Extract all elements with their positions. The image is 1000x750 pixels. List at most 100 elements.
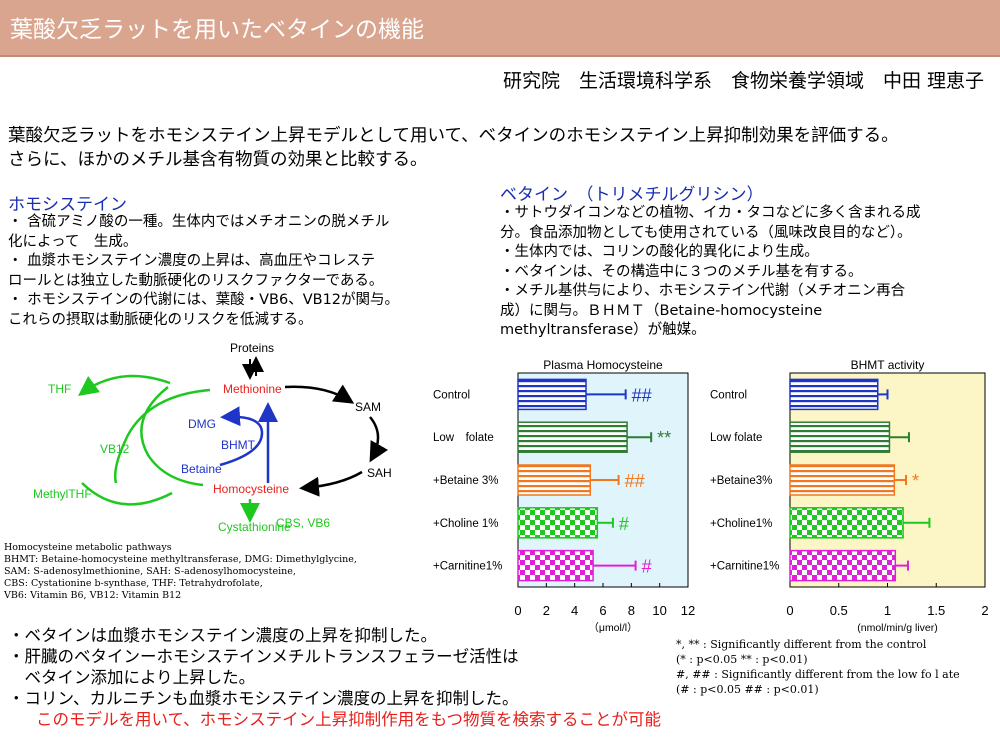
homocysteine-line: ・ 含硫アミノ酸の一種。生体内ではメチオニンの脱メチル <box>8 214 390 230</box>
pathway-legend: Homocysteine metabolic pathways BHMT: Be… <box>4 542 357 602</box>
category-label: +Choline 1% <box>433 518 499 530</box>
homocysteine-line: これらの摂取は動脈硬化のリスクを低減する。 <box>8 311 313 328</box>
category-label: Control <box>433 389 470 401</box>
folate-cycle-curve <box>140 386 204 487</box>
homocysteine-line: ロールとは独立した動脈硬化のリスクファクターである。 <box>8 272 384 289</box>
x-tick-label: 0 <box>786 603 793 618</box>
betaine-line: ・サトウダイコンなどの植物、イカ・タコなどに多く含まれる成 <box>500 205 921 221</box>
footnote-line: *, ** : Significantly different from the… <box>676 638 927 651</box>
conclusion-line: ・肝臓のベタインーホモシステインメチルトランスフェラーゼ活性は <box>8 647 519 666</box>
bar <box>517 421 628 453</box>
cystathionine-label: Cystathionine <box>218 520 291 534</box>
methylthf-label: MethylTHF <box>33 487 92 501</box>
bar <box>517 507 599 539</box>
x-tick-label: 1.5 <box>927 603 945 618</box>
betaine-heading: ベタイン （トリメチルグリシン） <box>500 185 764 205</box>
conclusions: ・ベタインは血漿ホモシステイン濃度の上昇を抑制した。 ・肝臓のベタインーホモシス… <box>8 625 661 730</box>
bhmt-label: BHMT <box>221 438 256 452</box>
intro-text: 葉酸欠乏ラットをホモシステイン上昇モデルとして用いて、ベタインのホモシステイン上… <box>8 124 998 172</box>
legend-line: CBS: Cystationine b-synthase, THF: Tetra… <box>4 578 263 589</box>
methionine-to-sam-arrow <box>284 384 355 404</box>
x-tick-label: 6 <box>599 603 606 618</box>
x-tick-label: 0 <box>514 603 521 618</box>
bar <box>789 549 897 582</box>
homocysteine-line: ・ ホモシステインの代謝には、葉酸・VB6、VB12が関与。 <box>8 292 400 308</box>
author-line: 研究院 生活環境科学系 食物栄養学領域 中田 理恵子 <box>502 70 984 92</box>
homocysteine-heading: ホモシステイン <box>8 195 127 215</box>
conclusion-line: ベタイン添加により上昇した。 <box>8 668 256 687</box>
x-tick-label: 0.5 <box>830 603 848 618</box>
x-tick-label: 12 <box>681 603 695 618</box>
x-tick-label: 2 <box>981 603 988 618</box>
significance-mark: ## <box>625 471 645 491</box>
homocysteine-label: Homocysteine <box>213 482 289 496</box>
homocysteine-line: ・ 血漿ホモシステイン濃度の上昇は、高血圧やコレステ <box>8 253 376 269</box>
betaine-label: Betaine <box>181 462 222 476</box>
bar <box>789 378 879 411</box>
bar <box>517 378 587 411</box>
homocysteine-line: 化によって 生成。 <box>8 233 138 250</box>
category-label: Control <box>710 389 747 401</box>
sam-to-sah-arrow <box>369 416 389 463</box>
to-thf-arrow <box>77 374 171 396</box>
page-title: 葉酸欠乏ラットを用いたベタインの機能 <box>10 17 424 43</box>
bar <box>789 421 891 453</box>
cbs-label: CBS, VB6 <box>276 516 330 530</box>
x-axis-label: （μmol/l） <box>588 622 637 634</box>
methylthf-curve <box>81 482 173 506</box>
thf-label: THF <box>48 382 71 396</box>
significance-mark: # <box>619 514 629 534</box>
legend-line: BHMT: Betaine-homocysteine methyltransfe… <box>4 554 357 565</box>
betaine-line: 成）に関与。ＢＨＭＴ（Betaine-homocysteine <box>500 302 823 319</box>
category-label: +Carnitine1% <box>710 561 779 573</box>
chart-title: BHMT activity <box>851 358 925 372</box>
bar <box>789 464 896 496</box>
significance-mark: ## <box>632 385 652 405</box>
bar <box>517 464 591 496</box>
proteins-label: Proteins <box>230 341 274 355</box>
conclusion-highlight: このモデルを用いて、ホモシステイン上昇抑制作用をもつ物質を検索することが可能 <box>36 710 662 729</box>
sah-label: SAH <box>367 466 392 480</box>
legend-line: Homocysteine metabolic pathways <box>4 542 172 553</box>
category-label: +Choline1% <box>710 518 772 530</box>
bar <box>517 549 594 582</box>
category-label: Low folate <box>433 432 494 444</box>
intro-line: さらに、ほかのメチル基含有物質の効果と比較する。 <box>8 150 428 170</box>
category-label: Low folate <box>710 432 762 444</box>
conclusion-line: ・ベタインは血漿ホモシステイン濃度の上昇を抑制した。 <box>8 626 437 645</box>
betaine-text: ・サトウダイコンなどの植物、イカ・タコなどに多く含まれる成 分。食品添加物として… <box>500 204 921 341</box>
x-tick-label: 10 <box>652 603 666 618</box>
category-label: +Betaine3% <box>710 475 772 487</box>
footnote-line: (* : p<0.05 ** : p<0.01) <box>676 653 808 666</box>
title-bar: 葉酸欠乏ラットを用いたベタインの機能 <box>0 0 1000 57</box>
betaine-line: ・メチル基供与により、ホモシステイン代謝（メチオニン再合 <box>500 283 906 299</box>
betaine-line: methyltransferase）が触媒。 <box>500 322 706 338</box>
significance-mark: ** <box>657 428 671 448</box>
significance-mark: # <box>642 557 652 577</box>
methyl-transfer-curve <box>114 388 211 484</box>
betaine-line: ・生体内では、コリンの酸化的異化により生成。 <box>500 244 819 260</box>
betaine-line: ・ベタインは、その構造中に３つのメチル基を有する。 <box>500 263 863 280</box>
intro-line: 葉酸欠乏ラットをホモシステイン上昇モデルとして用いて、ベタインのホモシステイン上… <box>8 126 899 146</box>
footnote-line: #, ## : Significantly different from the… <box>676 668 960 681</box>
methionine-label: Methionine <box>223 382 282 396</box>
betaine-line: 分。食品添加物としても使用されている（風味改良目的など）。 <box>500 224 912 241</box>
significance-footnotes: *, ** : Significantly different from the… <box>676 637 960 697</box>
category-label: +Betaine 3% <box>433 475 499 487</box>
sam-label: SAM <box>355 400 381 414</box>
x-tick-label: 1 <box>884 603 891 618</box>
homocysteine-text: ・ 含硫アミノ酸の一種。生体内ではメチオニンの脱メチル 化によって 生成。 ・ … <box>8 213 399 330</box>
vb12-label: VB12 <box>100 442 130 456</box>
sah-to-homocysteine-arrow <box>299 470 363 497</box>
conclusion-line: ・コリン、カルニチンも血漿ホモシステイン濃度の上昇を抑制した。 <box>8 689 519 708</box>
category-label: +Carnitine1% <box>433 561 502 573</box>
legend-line: SAM: S-adenosylmethionine, SAH: S-adenos… <box>4 566 296 577</box>
homocysteine-pathway-diagram: Proteins Methionine SAM SAH Homocysteine… <box>33 341 392 534</box>
legend-line: VB6: Vitamin B6, VB12: Vitamin B12 <box>4 590 182 601</box>
chart-title: Plasma Homocysteine <box>543 358 663 372</box>
x-tick-label: 4 <box>571 603 578 618</box>
bar <box>789 507 904 539</box>
dmg-label: DMG <box>188 417 216 431</box>
